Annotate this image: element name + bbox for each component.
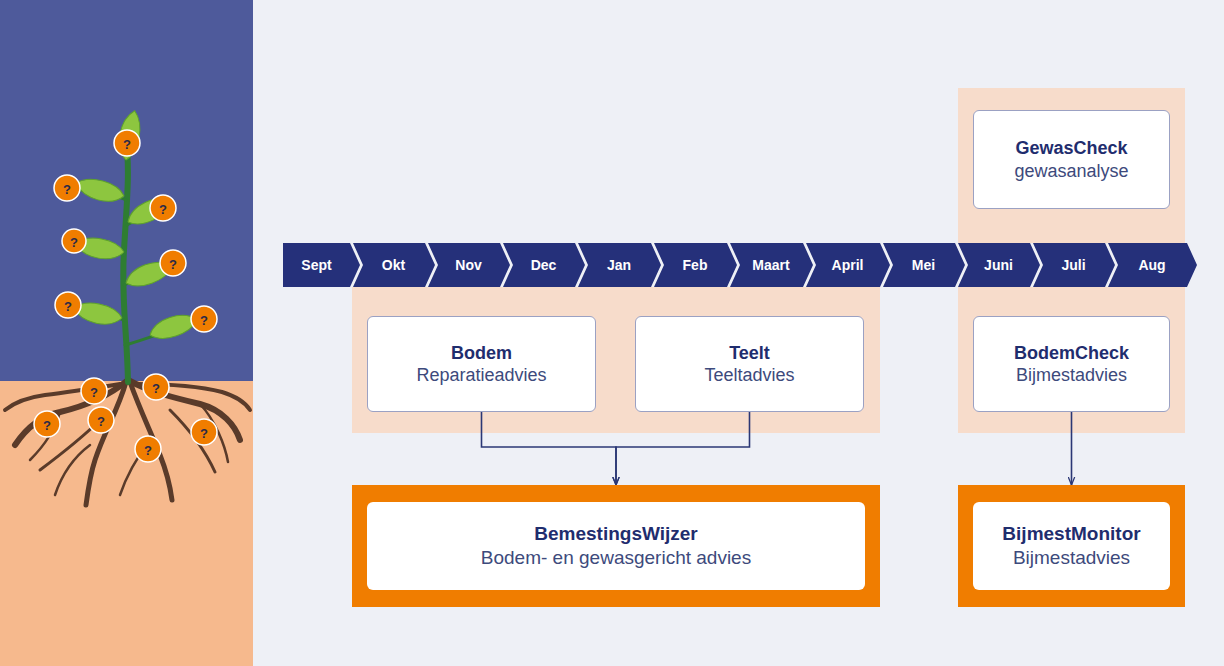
month-chevron xyxy=(1033,243,1115,287)
box-title: Bodem xyxy=(451,342,512,365)
month-chevron xyxy=(806,243,890,287)
month-label: April xyxy=(832,257,864,273)
service-box: BodemCheckBijmestadvies xyxy=(973,316,1170,412)
month-chevron xyxy=(503,243,585,287)
month-chevron xyxy=(283,243,360,287)
question-mark: ? xyxy=(200,426,208,441)
month-label: Jan xyxy=(607,257,631,273)
month-label: Feb xyxy=(683,257,708,273)
question-mark: ? xyxy=(144,443,152,458)
advice-box: BijmestMonitorBijmestadvies xyxy=(958,485,1185,607)
month-label: Mei xyxy=(912,257,935,273)
service-box: BodemReparatieadvies xyxy=(367,316,596,412)
plant-illustration xyxy=(5,109,250,505)
box-subtitle: Reparatieadvies xyxy=(416,364,546,387)
box-subtitle: Bodem- en gewasgericht advies xyxy=(481,546,751,570)
question-mark: ? xyxy=(169,257,177,272)
question-mark: ? xyxy=(152,381,160,396)
question-mark: ? xyxy=(43,418,51,433)
question-mark: ? xyxy=(90,385,98,400)
month-label: Okt xyxy=(382,257,405,273)
service-box: GewasCheckgewasanalyse xyxy=(973,110,1170,209)
box-subtitle: gewasanalyse xyxy=(1014,160,1128,183)
box-subtitle: Teeltadvies xyxy=(704,364,794,387)
box-subtitle: Bijmestadvies xyxy=(1013,546,1130,570)
month-label: Dec xyxy=(531,257,557,273)
month-chevron xyxy=(1108,243,1197,287)
month-label: Juli xyxy=(1061,257,1085,273)
timeline-chevrons xyxy=(283,243,1197,287)
question-mark: ? xyxy=(200,313,208,328)
advice-box-inner: BijmestMonitorBijmestadvies xyxy=(973,502,1170,590)
month-label: Sept xyxy=(301,257,331,273)
month-label: Maart xyxy=(752,257,789,273)
month-chevron xyxy=(883,243,965,287)
service-box: TeeltTeeltadvies xyxy=(635,316,864,412)
month-chevron xyxy=(958,243,1040,287)
advice-box-inner: BemestingsWijzerBodem- en gewasgericht a… xyxy=(367,502,865,590)
month-chevron xyxy=(730,243,813,287)
box-title: BijmestMonitor xyxy=(1002,522,1140,546)
highlight-panel xyxy=(352,88,1185,433)
box-subtitle: Bijmestadvies xyxy=(1016,364,1127,387)
box-title: BemestingsWijzer xyxy=(534,522,698,546)
question-mark: ? xyxy=(64,299,72,314)
question-mark: ? xyxy=(159,202,167,217)
question-circle xyxy=(34,130,217,462)
connector-arrow xyxy=(482,412,617,485)
advice-box: BemestingsWijzerBodem- en gewasgericht a… xyxy=(352,485,880,607)
month-label: Nov xyxy=(455,257,481,273)
month-chevron xyxy=(353,243,435,287)
question-mark: ? xyxy=(63,182,71,197)
month-label: Aug xyxy=(1138,257,1165,273)
question-mark: ? xyxy=(70,235,78,250)
question-mark: ? xyxy=(123,137,131,152)
question-mark: ? xyxy=(97,414,105,429)
box-title: BodemCheck xyxy=(1014,342,1129,365)
month-chevron xyxy=(428,243,510,287)
box-title: Teelt xyxy=(729,342,770,365)
month-label: Juni xyxy=(984,257,1013,273)
month-chevron xyxy=(578,243,661,287)
connector-arrow xyxy=(1071,412,1073,485)
connector-arrow xyxy=(616,412,750,485)
month-chevron xyxy=(654,243,737,287)
box-title: GewasCheck xyxy=(1015,137,1127,160)
